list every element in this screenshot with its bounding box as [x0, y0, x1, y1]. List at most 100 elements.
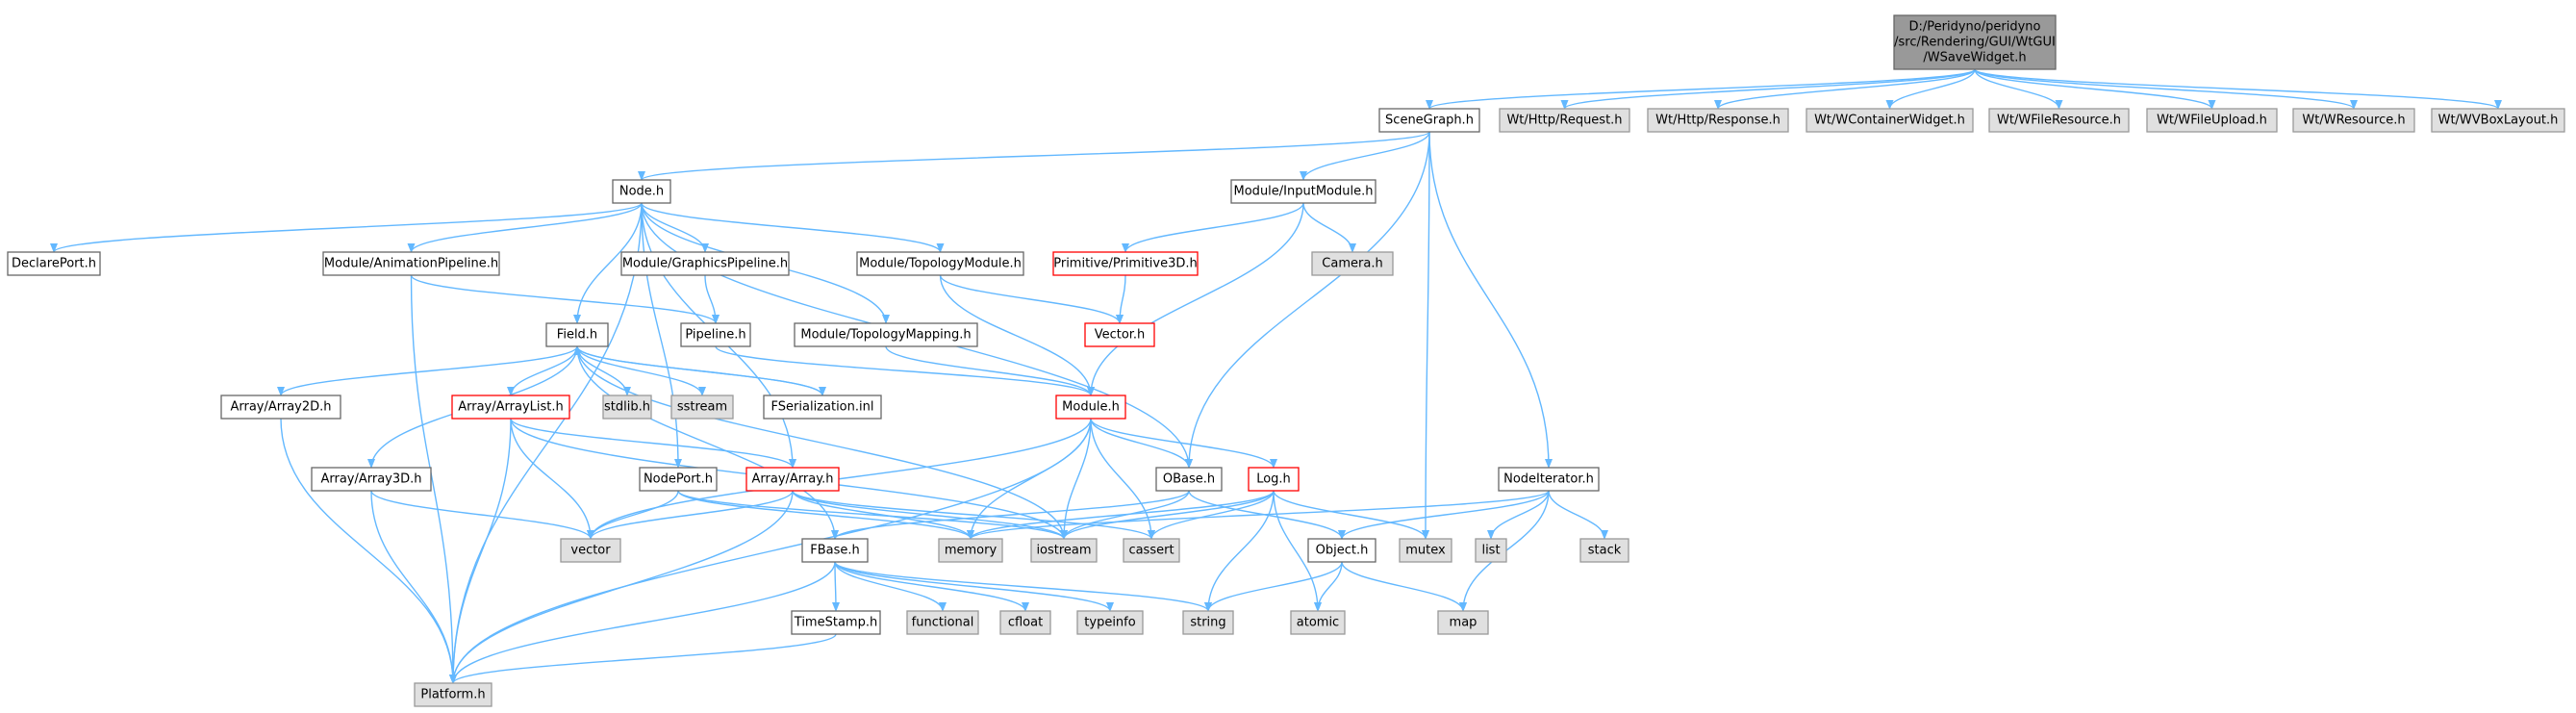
dependency-edges — [50, 68, 2502, 684]
node-fserial[interactable]: FSerialization.inl — [763, 395, 882, 420]
node-box — [1579, 538, 1629, 563]
edge-topomodule-to-module — [939, 274, 1095, 396]
edge-fbase-to-cfloat — [834, 561, 1029, 612]
edge-node-to-gfxpipe — [641, 202, 709, 253]
node-object[interactable]: Object.h — [1307, 538, 1376, 563]
node-label: map — [1450, 616, 1477, 630]
node-obase[interactable]: OBase.h — [1155, 467, 1223, 492]
edge-node-to-nodeport — [641, 202, 682, 469]
edge-pipeline-to-module — [715, 345, 1095, 396]
edge-array-to-platform — [449, 490, 794, 684]
node-camera: Camera.h — [1311, 251, 1394, 276]
edge-root-to-wt_vbox — [1974, 68, 2502, 110]
edge-node-to-animpipe — [407, 202, 643, 253]
node-label: iostream — [1036, 544, 1091, 558]
node-nodeiter[interactable]: NodeIterator.h — [1498, 467, 1600, 492]
node-vector: vector — [560, 538, 621, 563]
node-gfxpipe[interactable]: Module/GraphicsPipeline.h — [620, 251, 790, 276]
node-primitive3d[interactable]: Primitive/Primitive3D.h — [1052, 251, 1199, 276]
node-log[interactable]: Log.h — [1248, 467, 1300, 492]
node-declareport[interactable]: DeclarePort.h — [7, 251, 101, 276]
edge-scenegraph-to-mutex — [1422, 131, 1430, 540]
edge-arraylist-to-array — [510, 418, 796, 469]
node-label: Wt/WResource.h — [2302, 114, 2405, 128]
node-label: FSerialization.inl — [771, 400, 874, 415]
node-topomodule[interactable]: Module/TopologyModule.h — [856, 251, 1024, 276]
node-label: string — [1190, 616, 1225, 630]
node-label: Wt/Http/Response.h — [1655, 114, 1780, 128]
edge-nodeport-to-iostream — [677, 490, 1068, 540]
node-label: TimeStamp.h — [794, 616, 877, 630]
node-label: Module/TopologyModule.h — [859, 257, 1022, 271]
edge-gfxpipe-to-pipeline — [704, 274, 720, 324]
node-box — [451, 395, 570, 420]
edge-log-to-cassert — [1148, 490, 1275, 540]
node-node[interactable]: Node.h — [612, 179, 671, 204]
node-label: Module.h — [1062, 400, 1120, 415]
node-box — [1055, 395, 1126, 420]
node-box — [1647, 108, 1789, 133]
node-box — [1076, 610, 1144, 635]
node-animpipe[interactable]: Module/AnimationPipeline.h — [322, 251, 500, 276]
node-box — [1498, 467, 1600, 492]
node-label: /WSaveWidget.h — [1923, 51, 2026, 65]
node-vector_h[interactable]: Vector.h — [1084, 322, 1155, 347]
node-box — [791, 610, 881, 635]
node-pipeline[interactable]: Pipeline.h — [680, 322, 751, 347]
node-box — [560, 538, 621, 563]
edge-module-to-cassert — [1090, 418, 1155, 540]
node-scenegraph[interactable]: SceneGraph.h — [1378, 108, 1480, 133]
node-string: string — [1182, 610, 1234, 635]
node-nodeport[interactable]: NodePort.h — [639, 467, 718, 492]
edge-fbase-to-string — [834, 561, 1212, 612]
node-label: Array/Array2D.h — [230, 400, 331, 415]
node-wt_vbox: Wt/WVBoxLayout.h — [2431, 108, 2565, 133]
node-box — [763, 395, 882, 420]
node-label: DeclarePort.h — [12, 257, 96, 271]
node-root[interactable]: D:/Peridyno/peridyno/src/Rendering/GUI/W… — [1893, 14, 2057, 70]
node-box — [1806, 108, 1974, 133]
edge-log-to-atomic — [1273, 490, 1322, 612]
node-box — [999, 610, 1051, 635]
node-label: SceneGraph.h — [1385, 114, 1474, 128]
edge-array3d-to-platform — [370, 490, 457, 684]
node-topomapping[interactable]: Module/TopologyMapping.h — [794, 322, 978, 347]
edge-inputmodule-to-module — [1087, 202, 1304, 396]
node-box — [620, 251, 790, 276]
node-array[interactable]: Array/Array.h — [745, 467, 840, 492]
edge-root-to-wt_fileresource — [1974, 68, 2063, 110]
node-inputmodule[interactable]: Module/InputModule.h — [1230, 179, 1376, 204]
node-label: Module/InputModule.h — [1234, 185, 1374, 199]
node-label: /src/Rendering/GUI/WtGUI — [1894, 36, 2056, 50]
edge-obase-to-fbase — [831, 490, 1190, 540]
edge-nodeiter-to-object — [1338, 490, 1550, 540]
node-wt_fileresource: Wt/WFileResource.h — [1988, 108, 2130, 133]
node-field[interactable]: Field.h — [545, 322, 609, 347]
node-box — [602, 395, 652, 420]
edge-inputmodule-to-primitive3d — [1122, 202, 1304, 253]
node-label: Wt/Http/Request.h — [1506, 114, 1622, 128]
edge-module-to-vector — [587, 418, 1092, 540]
edge-nodeiter-to-stack — [1548, 490, 1608, 540]
node-array3d[interactable]: Array/Array3D.h — [311, 467, 432, 492]
node-iostream: iostream — [1030, 538, 1098, 563]
node-box — [1290, 610, 1346, 635]
node-fbase[interactable]: FBase.h — [801, 538, 869, 563]
edge-array2d-to-platform — [280, 418, 457, 684]
node-timestamp[interactable]: TimeStamp.h — [791, 610, 881, 635]
edge-node-to-platform — [449, 202, 643, 684]
node-arraylist[interactable]: Array/ArrayList.h — [451, 395, 570, 420]
edge-scenegraph-to-inputmodule — [1300, 131, 1430, 181]
node-box — [322, 251, 500, 276]
node-box — [1475, 538, 1507, 563]
edge-scenegraph-to-obase — [1185, 131, 1430, 469]
edge-animpipe-to-platform — [410, 274, 457, 684]
node-module[interactable]: Module.h — [1055, 395, 1126, 420]
node-wt_fileupload: Wt/WFileUpload.h — [2146, 108, 2278, 133]
node-label: Primitive/Primitive3D.h — [1053, 257, 1198, 271]
node-box — [1399, 538, 1452, 563]
node-box — [612, 179, 671, 204]
node-functional: functional — [906, 610, 979, 635]
node-array2d[interactable]: Array/Array2D.h — [220, 395, 341, 420]
node-label: Object.h — [1316, 544, 1369, 558]
